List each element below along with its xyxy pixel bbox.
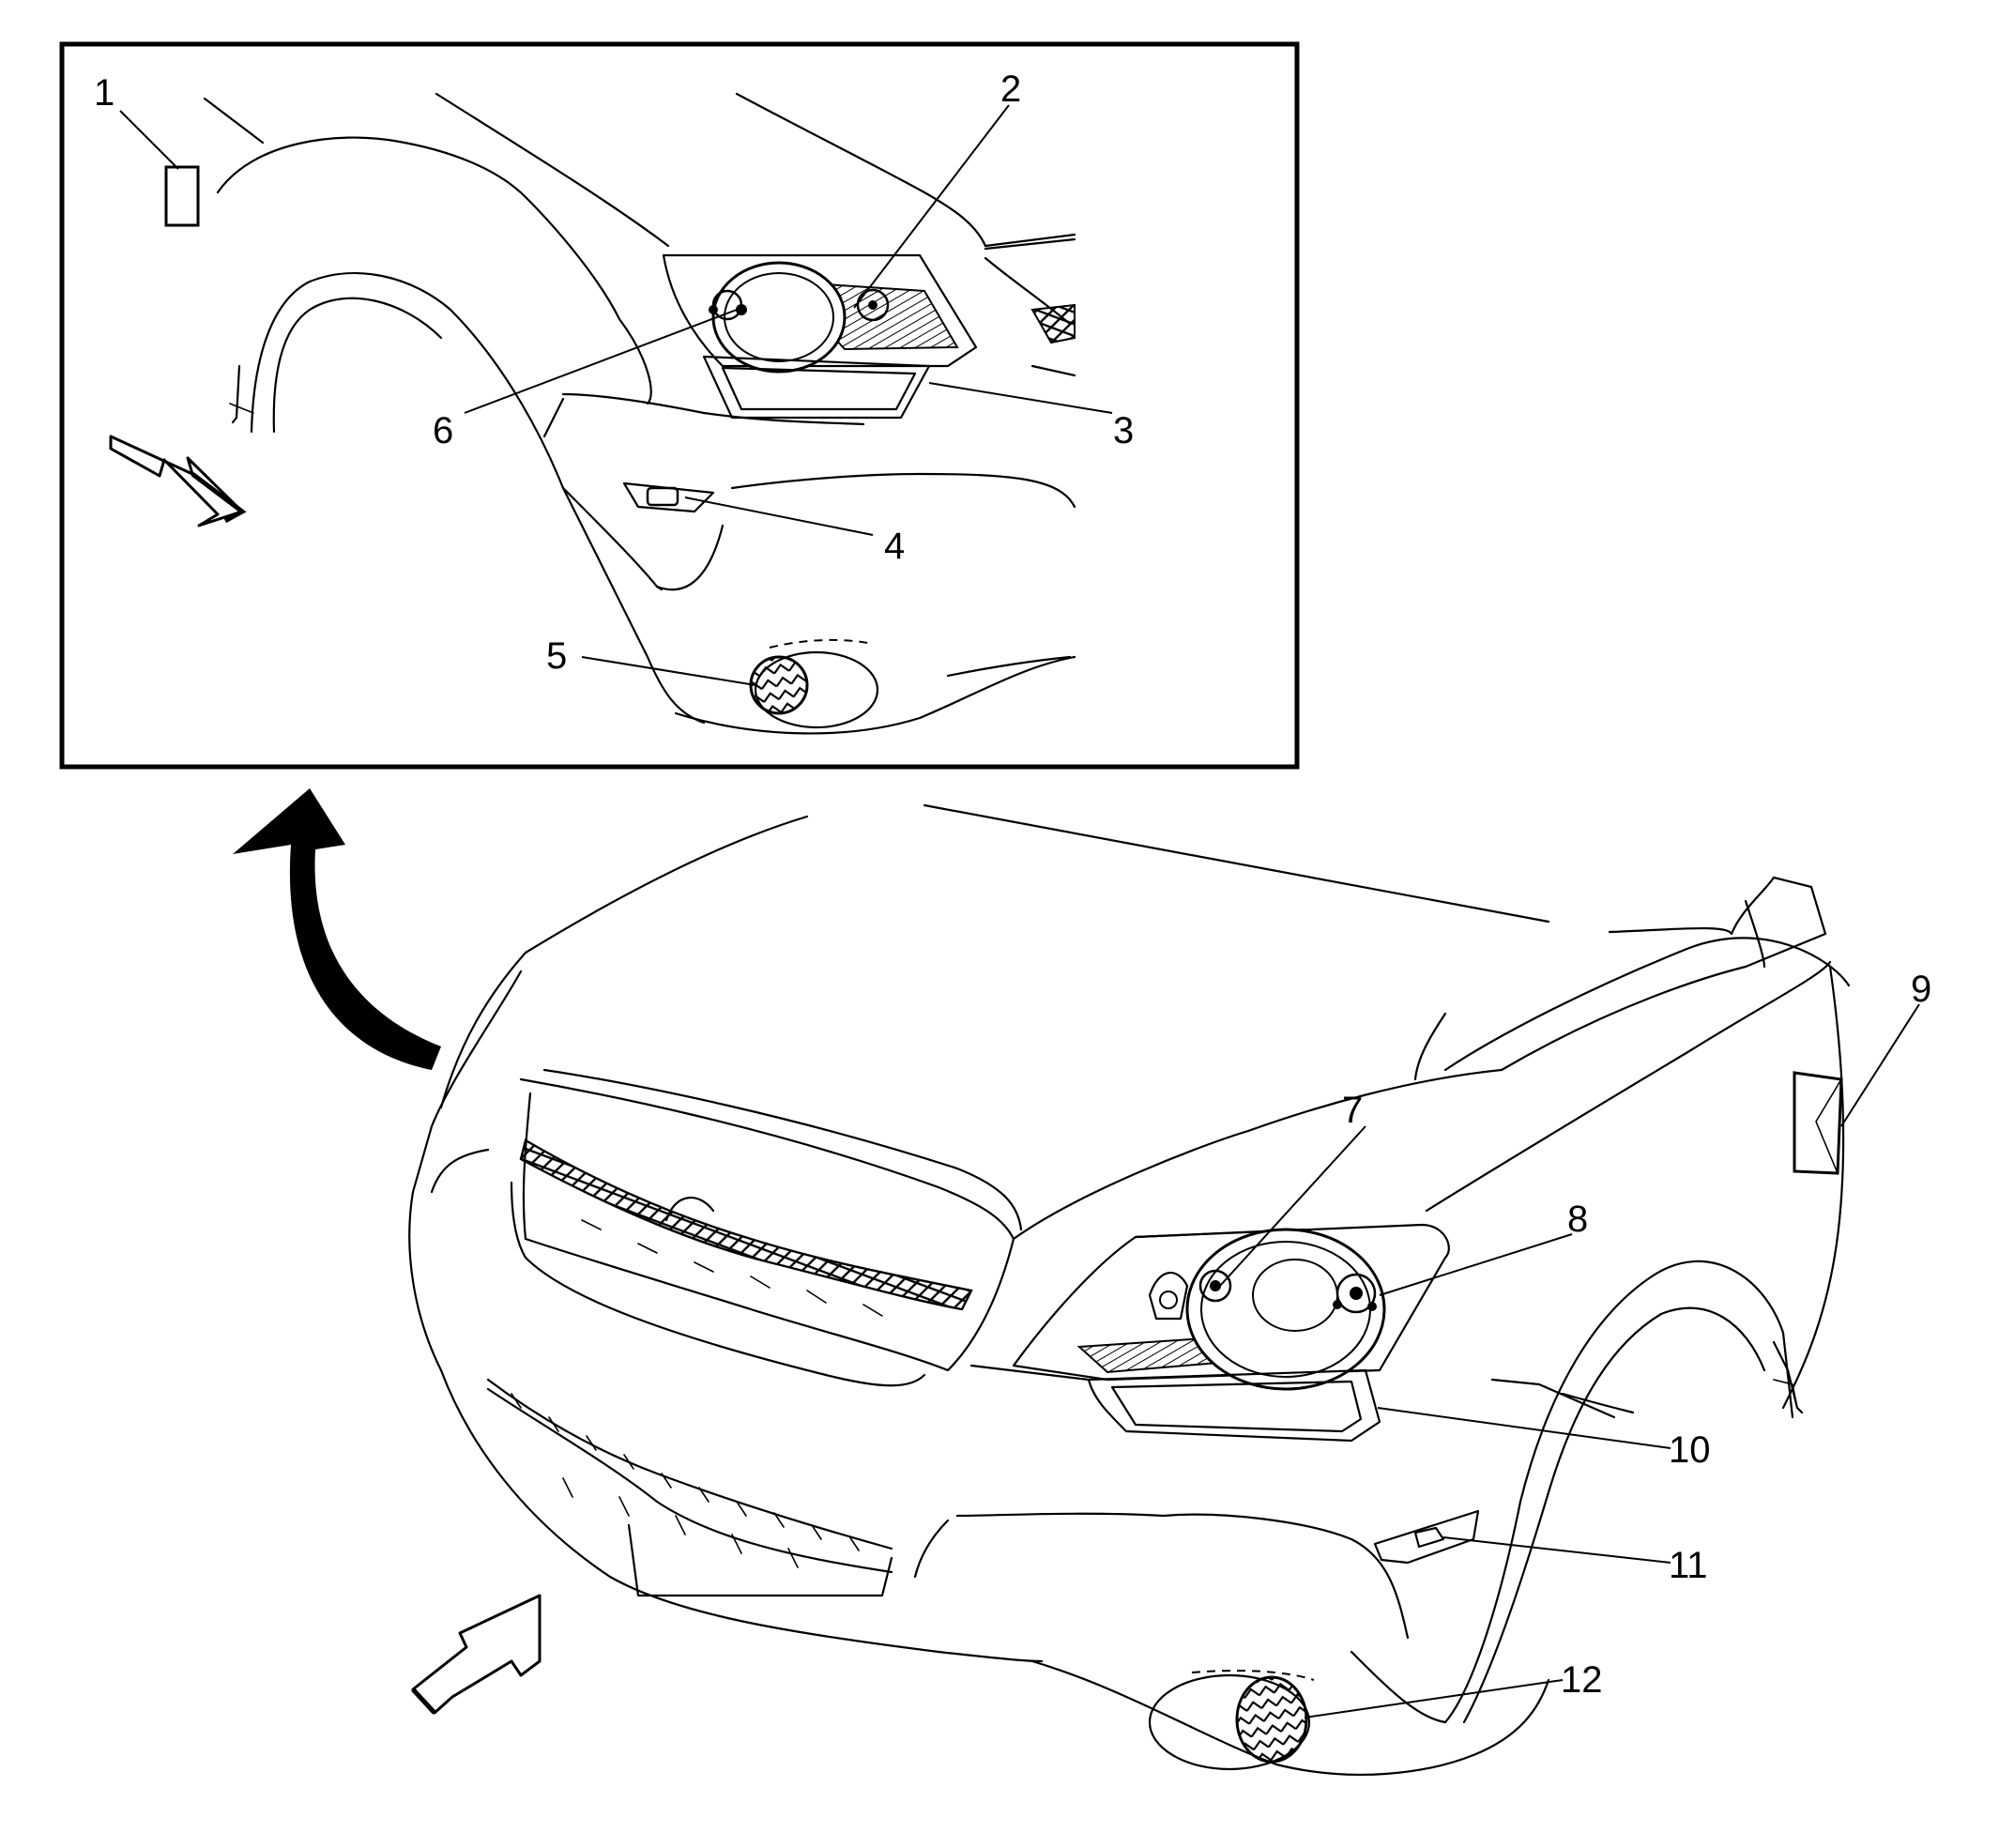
curved-arrow-icon xyxy=(233,788,441,1070)
front-fascia xyxy=(408,965,1845,1776)
forward-arrow-icon xyxy=(109,435,247,527)
inset-frame xyxy=(59,41,1300,770)
callout-2: 2 xyxy=(1000,69,1021,110)
callout-4: 4 xyxy=(884,526,905,567)
callout-8: 8 xyxy=(1567,1199,1588,1240)
callout-7: 7 xyxy=(1342,1090,1363,1131)
callout-10: 10 xyxy=(1669,1429,1711,1471)
callout-5: 5 xyxy=(546,635,567,677)
callout-3: 3 xyxy=(1113,410,1134,451)
inset-grille xyxy=(984,237,1076,344)
callout-labels: 1 2 3 4 5 6 7 8 9 10 11 12 xyxy=(94,69,1931,1701)
main-leaders xyxy=(1219,1003,1920,1718)
inset-fender xyxy=(203,92,1076,735)
inset-side-marker xyxy=(164,165,200,227)
inset-leaders xyxy=(119,104,1113,686)
grille xyxy=(510,1092,1015,1387)
inset-turn-signal xyxy=(622,481,715,513)
main-side-marker xyxy=(1793,1071,1843,1175)
main-headlamp xyxy=(969,1223,1450,1443)
forward-arrow-icon xyxy=(411,1594,542,1715)
lower-grille xyxy=(486,1378,893,1568)
hood xyxy=(439,803,1851,1241)
inset-headlamp xyxy=(662,253,978,420)
callout-12: 12 xyxy=(1561,1659,1603,1701)
callout-6: 6 xyxy=(433,410,453,451)
callout-1: 1 xyxy=(94,72,114,114)
callout-9: 9 xyxy=(1911,969,1931,1010)
main-fog-lamp xyxy=(1148,1670,1315,1771)
detail-inset xyxy=(59,41,1300,770)
main-turn-signal xyxy=(1373,1509,1480,1565)
callout-11: 11 xyxy=(1669,1545,1708,1586)
vehicle-front-view xyxy=(408,803,1920,1776)
inset-fog-lamp xyxy=(749,638,879,729)
